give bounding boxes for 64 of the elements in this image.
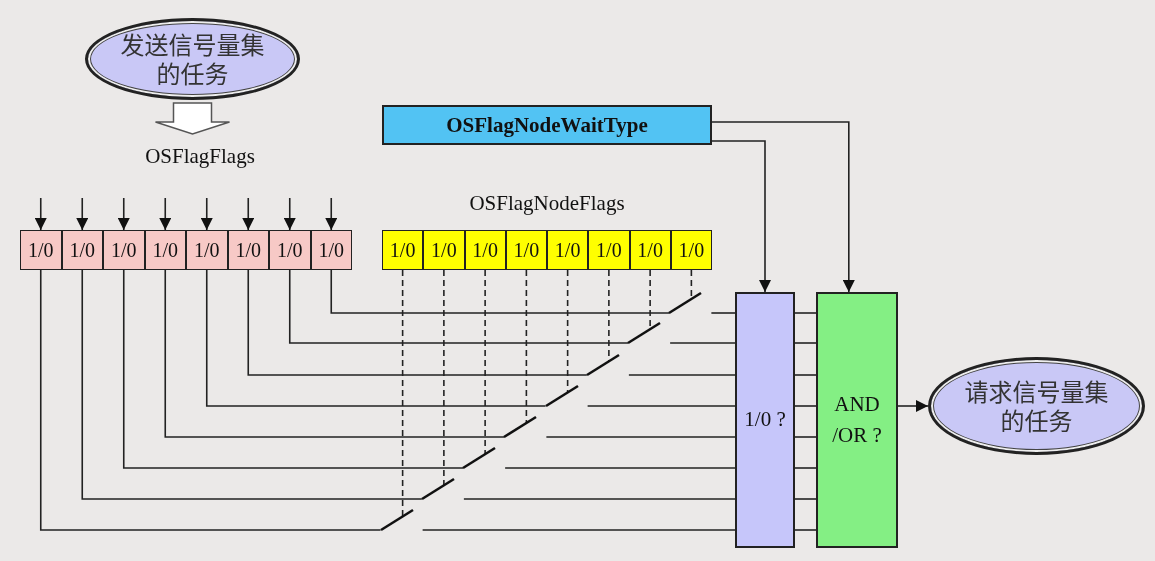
flag-bit-cell: 1/0 (464, 230, 506, 270)
flag-bit-cell: 1/0 (670, 230, 712, 270)
flag-bit-cell: 1/0 (227, 230, 269, 270)
signal-line (463, 498, 736, 500)
flag-bit-cell: 1/0 (61, 230, 103, 270)
signal-line (628, 374, 736, 376)
flag-bit-cell: 1/0 (629, 230, 671, 270)
control-line (566, 269, 569, 393)
flag-bit-cell: 1/0 (186, 230, 228, 270)
signal-line (421, 529, 736, 531)
signal-line (669, 342, 736, 344)
flag-bit-cell: 1/0 (20, 230, 62, 270)
logic-box: AND /OR ? (816, 292, 898, 548)
signal-line (710, 312, 736, 314)
flag-bit-cell: 1/0 (310, 230, 352, 270)
flag-bit-cell: 1/0 (144, 230, 186, 270)
signal-line (247, 269, 588, 376)
register-label: OSFlagFlags (140, 144, 260, 168)
arrow (897, 400, 929, 412)
signal-line (288, 269, 629, 344)
signal-line (545, 436, 736, 438)
arrow (76, 197, 89, 231)
arrow (283, 197, 296, 231)
block-arrow (154, 102, 231, 135)
arrow (34, 197, 47, 231)
arrow (117, 197, 130, 231)
flag-bit-cell: 1/0 (269, 230, 311, 270)
flag-bit-cell: 1/0 (103, 230, 145, 270)
signal-line (164, 269, 506, 438)
signal-line (39, 269, 382, 531)
signal-line (794, 342, 817, 344)
signal-line (794, 312, 817, 314)
task-ellipse: 发送信号量集的任务 (85, 18, 300, 100)
flag-bit-cell: 1/0 (382, 230, 424, 270)
signal-line (794, 467, 817, 469)
signal-line (504, 467, 736, 469)
wait-type-box: OSFlagNodeWaitType (382, 105, 712, 145)
register-label: OSFlagNodeFlags (430, 189, 664, 217)
arrow (325, 197, 338, 231)
arrow (159, 197, 172, 231)
signal-line (794, 374, 817, 376)
arrow (711, 121, 855, 293)
signal-line (794, 436, 817, 438)
flag-bit-cell: 1/0 (588, 230, 630, 270)
arrow (242, 197, 255, 231)
signal-line (330, 269, 671, 314)
flag-bit-cell: 1/0 (547, 230, 589, 270)
signal-line (794, 529, 817, 531)
control-line (401, 269, 404, 517)
bit-test-box: 1/0 ? (735, 292, 795, 548)
signal-line (205, 269, 547, 407)
control-line (443, 269, 445, 486)
signal-line (586, 405, 736, 407)
arrow (200, 197, 213, 231)
signal-line (794, 405, 817, 407)
signal-line (122, 269, 464, 469)
flag-bit-cell: 1/0 (423, 230, 465, 270)
signal-line (794, 498, 817, 500)
control-line (525, 269, 528, 424)
flag-bit-cell: 1/0 (505, 230, 547, 270)
control-line (484, 269, 486, 455)
arrow (711, 140, 771, 293)
task-ellipse: 请求信号量集的任务 (928, 357, 1145, 455)
signal-line (81, 269, 423, 500)
